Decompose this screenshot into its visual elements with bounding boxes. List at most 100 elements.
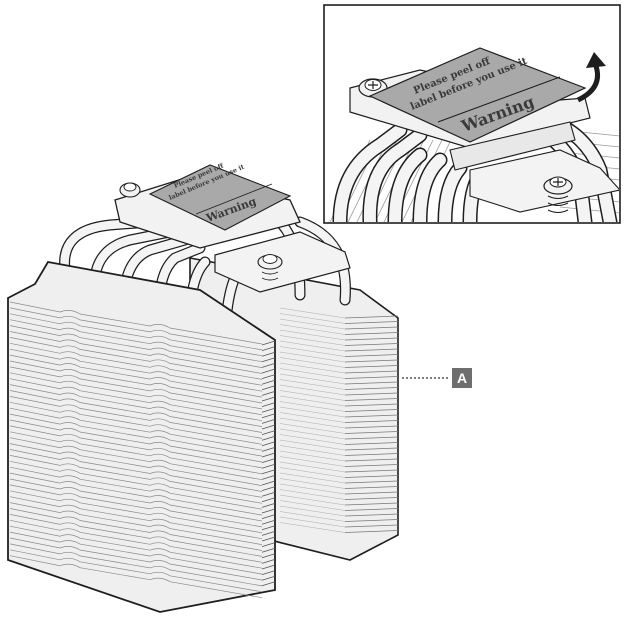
fin-edge (261, 346, 276, 351)
fin-line (279, 434, 346, 445)
fin-line (9, 449, 263, 492)
fin-edge (344, 502, 399, 506)
fin-edge (261, 379, 276, 385)
curved-arrow-up-icon (576, 52, 606, 103)
fin-edge (261, 508, 276, 514)
fin-edge (261, 351, 276, 357)
fin-line (9, 502, 263, 545)
fin-line (9, 331, 263, 374)
fin-edge (261, 486, 276, 491)
fin-edge (344, 321, 399, 324)
fin-edge (261, 531, 276, 536)
fin-line (279, 313, 346, 324)
fin-edge (261, 547, 276, 553)
fin-line (279, 368, 346, 379)
fin-edge (344, 436, 399, 440)
fin-line (279, 395, 346, 407)
fin-line (9, 531, 263, 575)
fin-edge (344, 508, 399, 511)
fin-edge (344, 480, 399, 484)
fin-edge (344, 453, 399, 456)
fin-edge (344, 392, 399, 396)
fin-edge (344, 447, 399, 451)
fin-edge (261, 503, 276, 508)
screw-left-icon (119, 182, 141, 198)
fin-edge (344, 315, 399, 319)
fin-edge (344, 370, 399, 374)
fin-edge (344, 431, 399, 434)
inset-detail: Please peel off label before you use it … (323, 4, 621, 224)
inset-heatpipe (334, 124, 406, 222)
fin-edge (344, 381, 399, 385)
fin-line (279, 340, 346, 352)
fin-edge (344, 359, 399, 363)
fin-edge (344, 387, 399, 390)
fin-line (9, 490, 263, 534)
fin-line (279, 461, 346, 473)
fin-edge (261, 564, 276, 570)
fin-edge (261, 458, 276, 463)
fin-line (279, 500, 346, 511)
fin-line (9, 413, 263, 457)
fin-line (279, 450, 346, 462)
inset-heatpipe (414, 154, 446, 222)
fin-edge (261, 570, 276, 575)
fin-edge (261, 385, 276, 391)
callout-letter: A (457, 370, 467, 386)
fin-line (9, 313, 263, 357)
fin-edge (261, 497, 276, 503)
fin-line (9, 319, 263, 363)
heatpipe (60, 217, 155, 275)
fin-edge (344, 414, 399, 418)
fin-line (9, 401, 263, 445)
fin-line (279, 357, 346, 368)
fin-edge (261, 413, 276, 419)
fin-line (9, 360, 263, 404)
fin-line (279, 351, 346, 363)
front-fin-stack (7, 261, 276, 613)
warning-label: Please peel off label before you use it … (148, 162, 292, 231)
fin-edge (344, 425, 399, 429)
fin-line (279, 384, 346, 396)
fin-line (279, 406, 346, 418)
fin-edge (344, 458, 399, 462)
fin-line (9, 484, 263, 528)
fin-edge (344, 365, 399, 368)
fin-line (9, 437, 263, 481)
fin-edge (344, 376, 399, 379)
fin-edge (261, 419, 276, 424)
fin-edge (344, 530, 399, 533)
fin-edge (261, 368, 276, 374)
fin-line (279, 379, 346, 390)
screw-right-icon (257, 254, 283, 281)
fin-edge (261, 402, 276, 407)
fin-edge (261, 475, 276, 480)
fin-edge (344, 403, 399, 407)
fin-edge (344, 354, 399, 357)
fin-line (9, 508, 263, 551)
fin-line (279, 346, 346, 357)
fin-line (279, 483, 346, 495)
fin-edge (261, 447, 276, 452)
fin-edge (261, 514, 276, 519)
fin-edge (261, 435, 276, 441)
cpu-cooler: Please peel off label before you use it … (7, 162, 399, 613)
fin-line (279, 335, 346, 346)
callout-a: A (402, 368, 472, 388)
fin-edge (344, 519, 399, 522)
fin-line (9, 419, 263, 463)
fin-edge (344, 409, 399, 412)
fin-line (9, 337, 263, 380)
fin-edge (344, 343, 399, 346)
fin-edge (344, 337, 399, 341)
fin-line (9, 307, 263, 351)
fin-line (279, 511, 346, 522)
fin-line (9, 396, 263, 439)
fin-line (9, 366, 263, 410)
fin-edge (261, 536, 276, 542)
fin-line (9, 425, 263, 469)
fin-line (279, 412, 346, 423)
fin-edge (261, 357, 276, 363)
fin-edge (344, 524, 399, 528)
fin-edge (344, 497, 399, 500)
